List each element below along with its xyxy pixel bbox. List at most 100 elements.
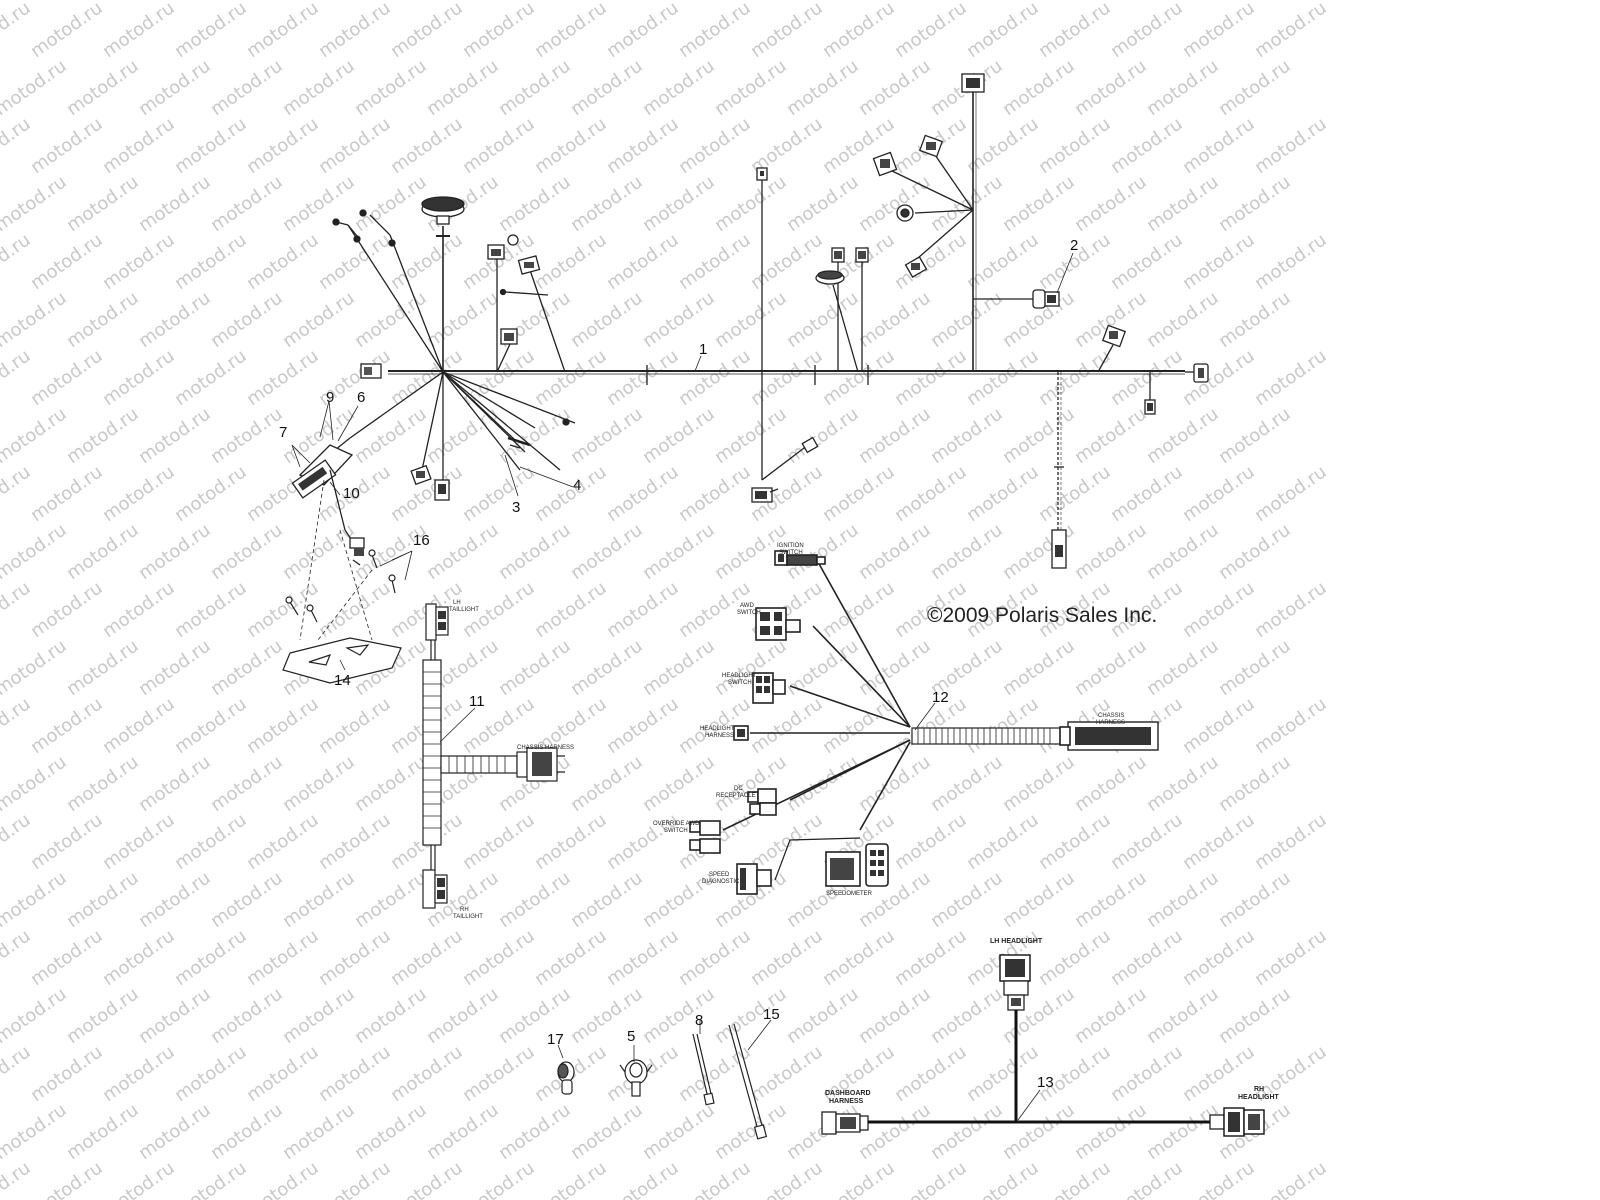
watermark-text: motod.ru — [171, 346, 251, 411]
watermark-text: motod.ru — [819, 462, 899, 527]
watermark-text: motod.ru — [1215, 984, 1295, 1049]
watermark-text: motod.ru — [351, 1100, 431, 1165]
watermark-text: motod.ru — [1071, 752, 1151, 817]
watermark-text: motod.ru — [531, 346, 611, 411]
watermark-text: motod.ru — [999, 868, 1079, 933]
watermark-text: motod.ru — [423, 56, 503, 121]
watermark-text: motod.ru — [1107, 926, 1187, 991]
watermark-text: motod.ru — [279, 56, 359, 121]
watermark-text: motod.ru — [243, 1158, 323, 1200]
watermark-text: motod.ru — [459, 462, 539, 527]
watermark-text: motod.ru — [999, 752, 1079, 817]
callout-11: 11 — [469, 693, 485, 710]
watermark-text: motod.ru — [99, 346, 179, 411]
watermark-text: motod.ru — [279, 0, 359, 4]
watermark-text: motod.ru — [1179, 578, 1259, 643]
headlight-switch-label-2: SWITCH — [728, 680, 752, 686]
taillight-harness — [422, 603, 565, 909]
watermark-text: motod.ru — [531, 230, 611, 295]
watermark-text: motod.ru — [639, 404, 719, 469]
watermark-text: motod.ru — [1035, 810, 1115, 875]
watermark-text: motod.ru — [243, 114, 323, 179]
watermark-text: motod.ru — [315, 926, 395, 991]
watermark-text: motod.ru — [27, 462, 107, 527]
watermark-text: motod.ru — [963, 810, 1043, 875]
watermark-text: motod.ru — [63, 288, 143, 353]
watermark-text: motod.ru — [891, 230, 971, 295]
lh-taillight-label-1: LH — [453, 600, 461, 606]
watermark-text: motod.ru — [1251, 1158, 1331, 1200]
watermark-text: motod.ru — [711, 56, 791, 121]
watermark-text: motod.ru — [819, 926, 899, 991]
watermark-text: motod.ru — [351, 404, 431, 469]
watermark-text: motod.ru — [1143, 288, 1223, 353]
watermark-text: motod.ru — [171, 462, 251, 527]
watermark-text: motod.ru — [1071, 172, 1151, 237]
headlight-harness-label-1: HEADLIGHT — [700, 726, 735, 732]
watermark-text: motod.ru — [387, 114, 467, 179]
dashboard-harness-label-1: DASHBOARD — [825, 1090, 871, 1097]
watermark-text: motod.ru — [135, 56, 215, 121]
watermark-text: motod.ru — [639, 636, 719, 701]
watermark-text: motod.ru — [27, 810, 107, 875]
watermark-text: motod.ru — [1071, 404, 1151, 469]
watermark-text: motod.ru — [963, 694, 1043, 759]
watermark-text: motod.ru — [207, 520, 287, 585]
watermark-text: motod.ru — [567, 404, 647, 469]
speed-diagnostic-label-1: SPEED — [709, 872, 730, 878]
watermark-text: motod.ru — [1071, 868, 1151, 933]
watermark-text: motod.ru — [207, 1100, 287, 1165]
watermark-text: motod.ru — [567, 636, 647, 701]
watermark-text: motod.ru — [315, 694, 395, 759]
watermark-text: motod.ru — [1251, 926, 1331, 991]
watermark-text: motod.ru — [0, 0, 71, 4]
rh-headlight-label-2: HEADLIGHT — [1238, 1094, 1280, 1101]
watermark-text: motod.ru — [423, 520, 503, 585]
watermark-text: motod.ru — [1035, 926, 1115, 991]
watermark-text: motod.ru — [99, 578, 179, 643]
watermark-text: motod.ru — [567, 868, 647, 933]
watermark-text: motod.ru — [279, 288, 359, 353]
screw-icon — [368, 549, 378, 569]
watermark-text: motod.ru — [495, 520, 575, 585]
watermark-text: motod.ru — [747, 926, 827, 991]
speed-diagnostic-label-2: DIAGNOSTIC — [702, 879, 740, 885]
watermark-text: motod.ru — [927, 404, 1007, 469]
watermark-text: motod.ru — [0, 926, 35, 991]
watermark-text: motod.ru — [1215, 868, 1295, 933]
watermark-text: motod.ru — [99, 926, 179, 991]
watermark-text: motod.ru — [135, 868, 215, 933]
watermark-text: motod.ru — [1215, 636, 1295, 701]
watermark-text: motod.ru — [27, 926, 107, 991]
watermark-text: motod.ru — [675, 0, 755, 62]
watermark-text: motod.ru — [495, 56, 575, 121]
watermark-text: motod.ru — [63, 404, 143, 469]
main-harness-assembly — [291, 73, 1209, 569]
watermark-text: motod.ru — [387, 1158, 467, 1200]
watermark-text: motod.ru — [315, 1158, 395, 1200]
awd-switch-label-1: AWD — [740, 603, 754, 609]
callout-12: 12 — [932, 689, 949, 706]
watermark-text: motod.ru — [387, 230, 467, 295]
watermark-text: motod.ru — [315, 578, 395, 643]
watermark-text: motod.ru — [495, 868, 575, 933]
watermark-text: motod.ru — [1107, 230, 1187, 295]
watermark-text: motod.ru — [387, 1042, 467, 1107]
watermark-text: motod.ru — [567, 56, 647, 121]
callout-13: 13 — [1037, 1074, 1054, 1091]
watermark-text: motod.ru — [531, 0, 611, 62]
watermark-text: motod.ru — [351, 0, 431, 4]
callout-8: 8 — [695, 1012, 703, 1029]
watermark-text: motod.ru — [675, 230, 755, 295]
callout-17: 17 — [547, 1031, 564, 1048]
watermark-text: motod.ru — [315, 810, 395, 875]
watermark-text: motod.ru — [639, 1100, 719, 1165]
watermark-text: motod.ru — [423, 288, 503, 353]
watermark-text: motod.ru — [603, 578, 683, 643]
watermark-text: motod.ru — [243, 230, 323, 295]
watermark-text: motod.ru — [567, 752, 647, 817]
watermark-text: motod.ru — [783, 56, 863, 121]
watermark-text: motod.ru — [279, 1100, 359, 1165]
watermark-text: motod.ru — [1143, 172, 1223, 237]
